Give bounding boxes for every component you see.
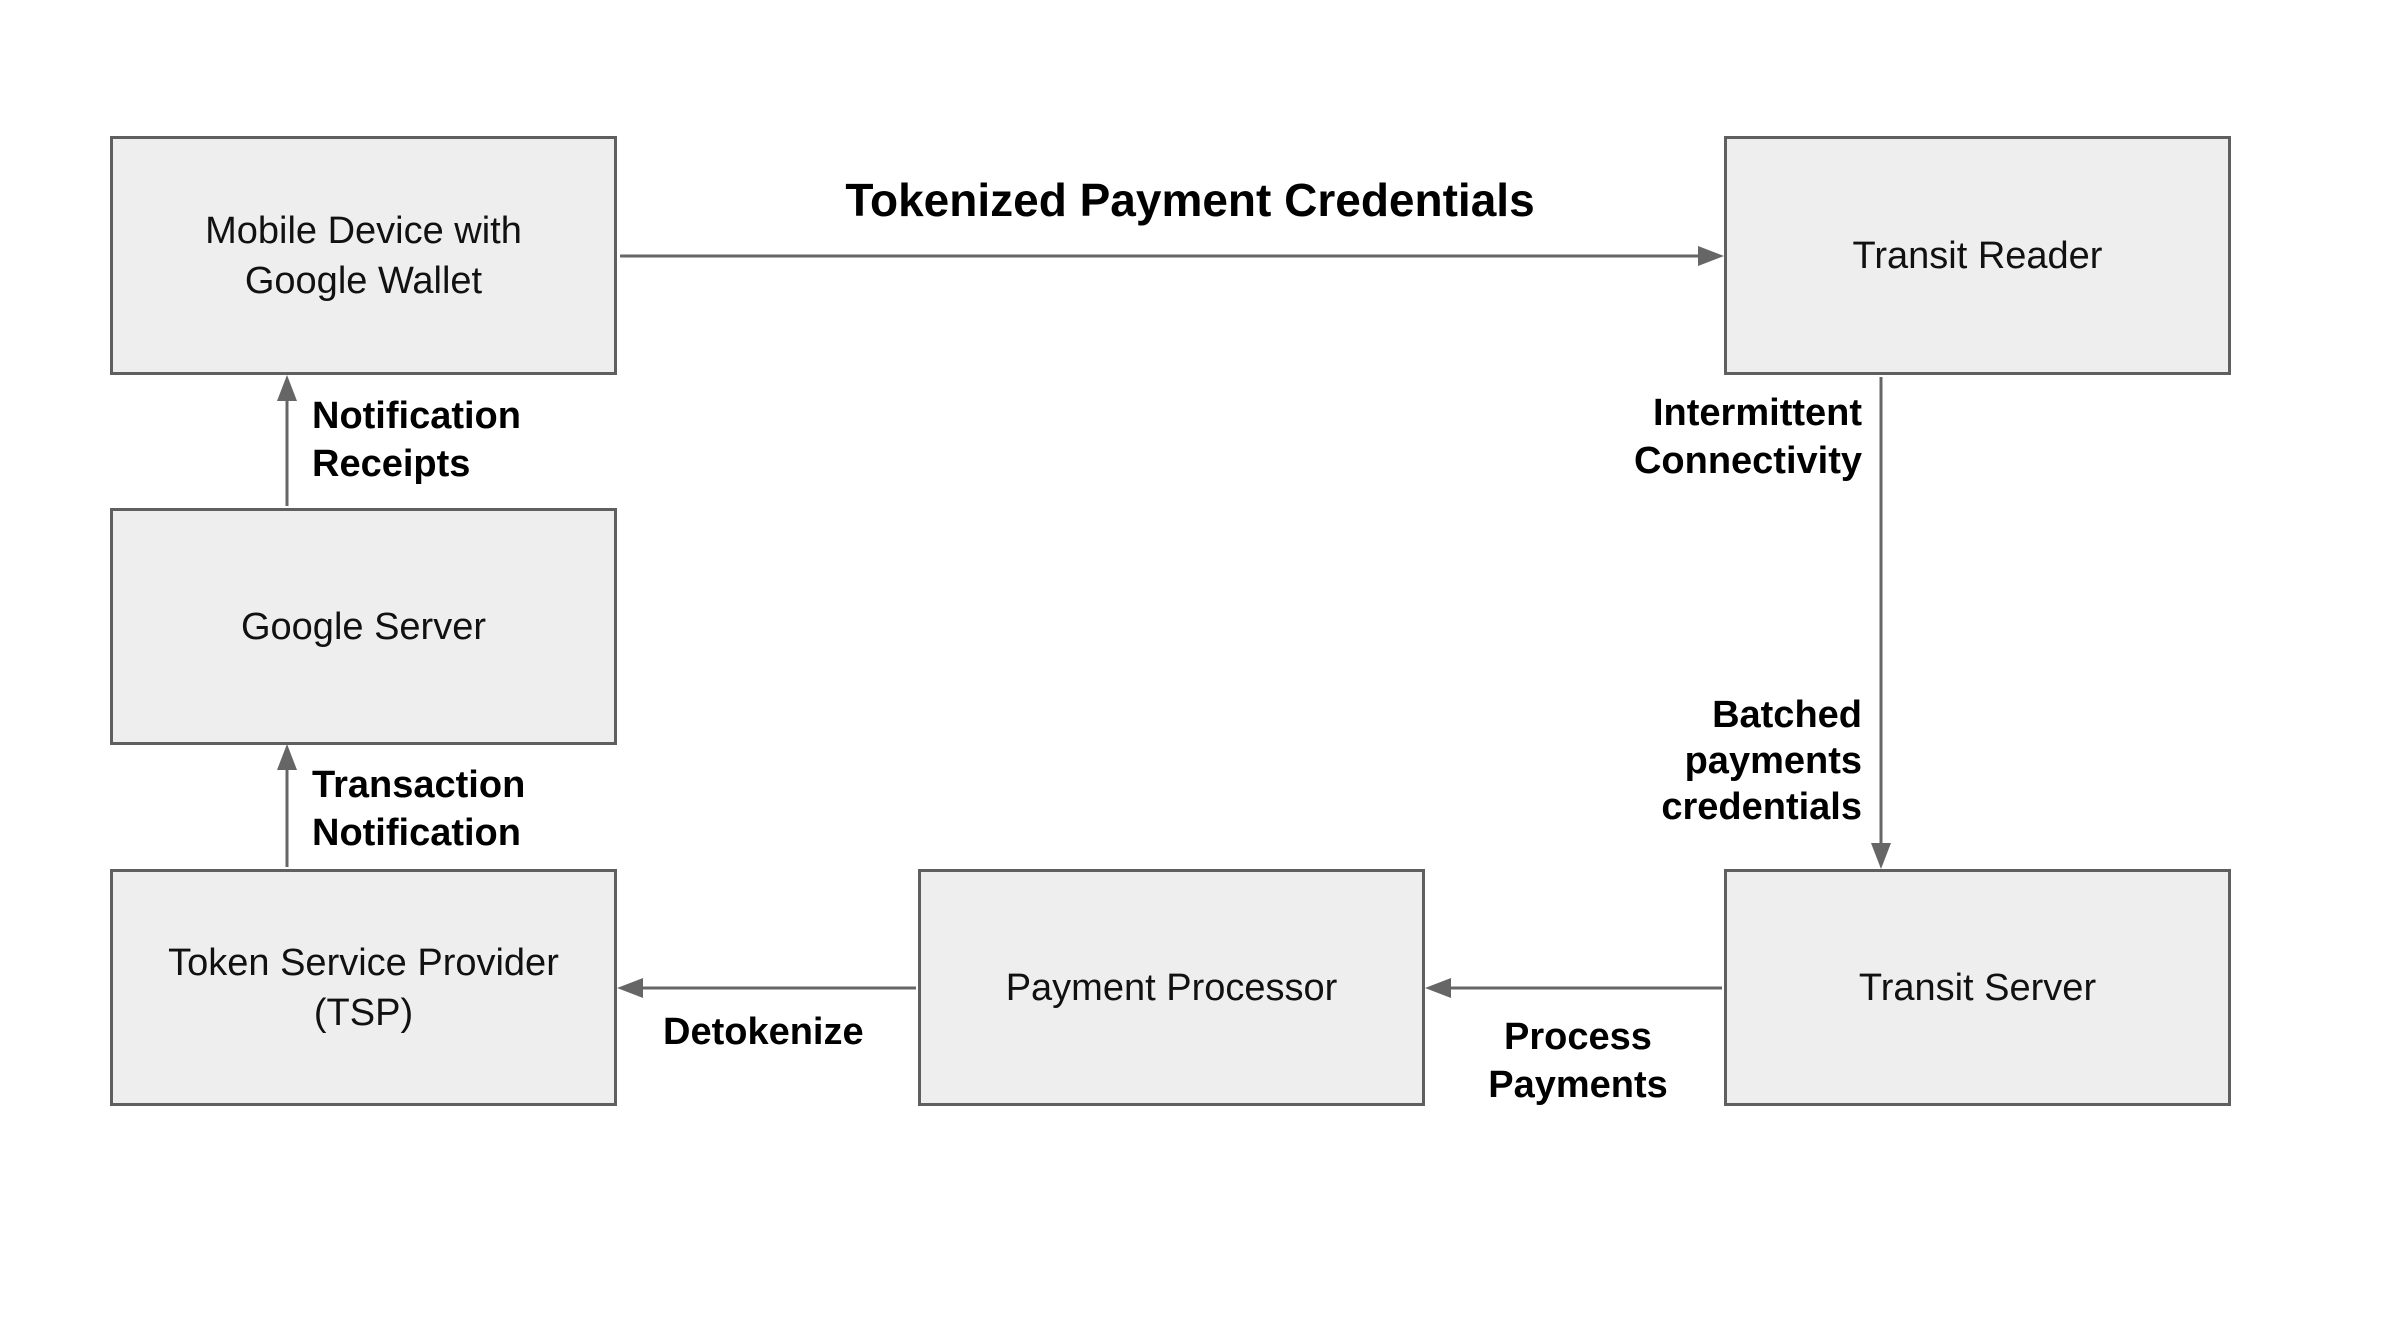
edge-label-detokenize: Detokenize (663, 1011, 864, 1053)
edge-label-transaction-notification: Transaction Notification (312, 764, 526, 854)
edge-label-batched-payments-credentials: Batched payments credentials (1661, 694, 1862, 828)
node-transit-reader-label: Transit Reader (1852, 234, 2103, 277)
node-transit-reader: Transit Reader (1724, 136, 2231, 375)
node-token-service-provider-label: Token Service Provider (TSP) (168, 941, 559, 1034)
node-token-service-provider: Token Service Provider (TSP) (110, 869, 617, 1106)
node-mobile-device: Mobile Device with Google Wallet (110, 136, 617, 375)
node-payment-processor: Payment Processor (918, 869, 1425, 1106)
edge-label-intermittent-connectivity: Intermittent Connectivity (1633, 392, 1862, 482)
edge-label-tokenized-payment-credentials: Tokenized Payment Credentials (845, 174, 1535, 226)
node-google-server: Google Server (110, 508, 617, 745)
edge-label-process-payments: Process Payments (1488, 1016, 1668, 1106)
node-transit-server-label: Transit Server (1858, 966, 2097, 1009)
node-transit-server: Transit Server (1724, 869, 2231, 1106)
node-payment-processor-label: Payment Processor (1005, 966, 1338, 1009)
node-mobile-device-label: Mobile Device with Google Wallet (205, 209, 522, 302)
node-google-server-label: Google Server (240, 605, 486, 648)
edge-label-notification-receipts: Notification Receipts (312, 395, 521, 485)
